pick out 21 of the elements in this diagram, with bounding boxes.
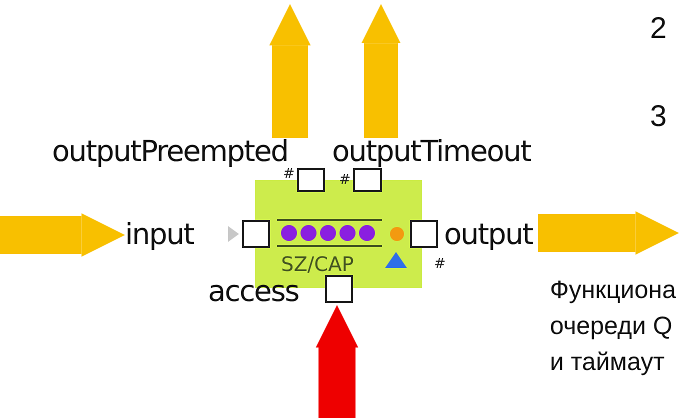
port-label: output <box>444 218 532 250</box>
port-label: outputPreempted <box>52 135 288 167</box>
port-mark: # <box>283 166 295 182</box>
port <box>52 138 326 192</box>
port <box>125 218 271 250</box>
arrow <box>0 213 125 257</box>
arrow <box>361 4 401 138</box>
capacity-label: SZ/CAP <box>281 251 354 278</box>
arrow <box>316 305 358 418</box>
description-line: Функциона <box>550 275 676 306</box>
arrow <box>269 4 311 138</box>
description-line: очереди Q <box>550 311 672 342</box>
description-line: и таймаут <box>550 347 665 378</box>
list-number: 3 <box>650 100 667 134</box>
port-mark: # <box>434 256 446 272</box>
arrow <box>538 211 679 255</box>
port-label: outputTimeout <box>332 135 531 167</box>
list-number: 2 <box>650 12 667 46</box>
port-label: input <box>125 218 194 250</box>
port <box>208 275 353 305</box>
port-label: access <box>208 275 299 307</box>
